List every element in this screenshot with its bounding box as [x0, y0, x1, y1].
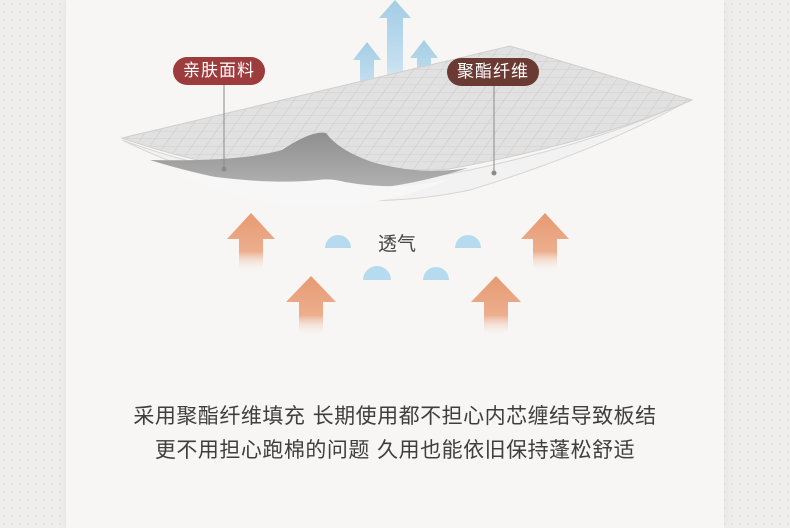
quilt-layers [120, 45, 694, 207]
air-bubble-icon [455, 235, 481, 248]
warm-arrow-icon [286, 276, 336, 336]
breathable-label: 透气 [378, 233, 417, 255]
caption-line-2: 更不用担心跑棉的问题 久用也能依旧保持蓬松舒适 [154, 438, 636, 462]
air-bubble-icon [325, 235, 351, 248]
skin-fabric-label: 亲肤面料 [173, 57, 265, 85]
caption-line-1: 采用聚酯纤维填充 长期使用都不担心内芯缠结导致板结 [133, 404, 657, 428]
air-bubbles [325, 235, 481, 280]
warm-arrow-icon [227, 213, 275, 272]
polyester-fiber-label: 聚酯纤维 [447, 58, 539, 86]
air-bubble-icon [363, 266, 391, 280]
air-bubble-icon [423, 267, 449, 280]
warm-arrow-icon [471, 276, 521, 336]
warm-air-arrows [227, 213, 569, 336]
warm-arrow-icon [521, 213, 569, 272]
